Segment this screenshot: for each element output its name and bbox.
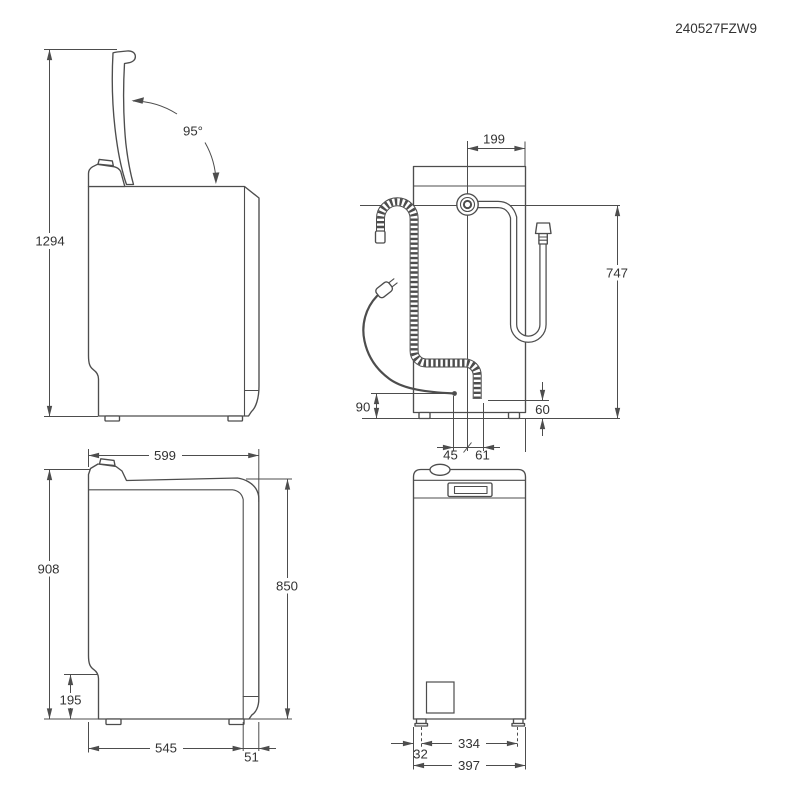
dim-label-199: 199 bbox=[483, 132, 505, 147]
view-side-open: 1294 95° bbox=[35, 49, 260, 422]
filter-door bbox=[425, 681, 455, 714]
power-plug bbox=[375, 278, 398, 299]
dim-label-908: 908 bbox=[37, 562, 59, 577]
dim-label-850: 850 bbox=[276, 579, 298, 594]
dim-label-51: 51 bbox=[244, 750, 259, 765]
inlet-hose-nut bbox=[534, 222, 552, 235]
dim-cord-height: 90 bbox=[356, 393, 452, 419]
dim-total-width: 397 bbox=[413, 758, 526, 773]
foot bbox=[104, 415, 121, 422]
dim-total-height-open: 1294 bbox=[35, 49, 117, 417]
view-front: 334 32 397 bbox=[391, 463, 527, 773]
dim-label-61: 61 bbox=[475, 448, 490, 463]
drain-hose bbox=[374, 197, 482, 399]
inlet-hose-neck bbox=[538, 232, 548, 245]
lid-angle-arc: 95° bbox=[131, 97, 220, 184]
machine-body-side-open bbox=[87, 185, 260, 417]
program-knob bbox=[97, 158, 114, 167]
machine-body-side bbox=[87, 463, 260, 720]
document-code: 240527FZW9 bbox=[675, 21, 757, 36]
view-side-closed: 599 908 850 195 bbox=[33, 448, 303, 765]
dim-label-195: 195 bbox=[59, 693, 81, 708]
view-rear: 199 747 90 60 45 61 bbox=[356, 132, 633, 463]
control-panel bbox=[87, 163, 126, 188]
power-cord bbox=[362, 278, 457, 396]
dim-label-599: 599 bbox=[154, 448, 176, 463]
inlet-valve bbox=[456, 193, 479, 216]
dim-rear-height: 850 bbox=[246, 478, 303, 719]
dim-inlet-height: 747 bbox=[602, 205, 633, 419]
machine-body-front bbox=[412, 468, 527, 720]
dim-inlet-offset: 199 bbox=[467, 132, 526, 166]
lid-handle-recess bbox=[453, 485, 488, 495]
dim-label-45: 45 bbox=[443, 448, 458, 463]
inlet-hose bbox=[470, 200, 552, 343]
foot bbox=[418, 411, 431, 420]
dim-label-397: 397 bbox=[458, 758, 480, 773]
dim-total-height: 908 bbox=[33, 469, 90, 719]
cord-exit-point bbox=[452, 391, 457, 396]
foot bbox=[227, 415, 244, 422]
dim-foot-span: 334 bbox=[413, 727, 526, 770]
dim-label-545: 545 bbox=[155, 741, 177, 756]
dim-label-1294: 1294 bbox=[35, 234, 64, 249]
foot bbox=[228, 718, 245, 726]
foot-base bbox=[511, 722, 526, 727]
foot bbox=[105, 718, 122, 726]
dim-label-334: 334 bbox=[458, 736, 480, 751]
dim-label-747: 747 bbox=[606, 266, 628, 281]
dim-foot-inset: 32 bbox=[391, 740, 428, 762]
foot-base bbox=[414, 722, 429, 727]
dim-label-60: 60 bbox=[535, 402, 550, 417]
drain-hose-end bbox=[374, 230, 386, 244]
foot bbox=[507, 411, 521, 420]
dim-label-32: 32 bbox=[413, 747, 428, 762]
program-knob bbox=[98, 458, 116, 467]
dim-base-depth: 545 51 bbox=[88, 722, 276, 765]
dim-label-90: 90 bbox=[356, 400, 371, 415]
program-knob-top bbox=[429, 463, 451, 476]
open-lid bbox=[111, 50, 137, 186]
dim-label-95deg: 95° bbox=[183, 124, 203, 139]
dim-top-depth: 599 bbox=[88, 448, 260, 502]
dim-plinth-height: 195 bbox=[56, 674, 98, 719]
dim-drain-height: 60 bbox=[488, 382, 550, 436]
dim-cord-drain-offsets: 45 61 bbox=[437, 396, 500, 463]
